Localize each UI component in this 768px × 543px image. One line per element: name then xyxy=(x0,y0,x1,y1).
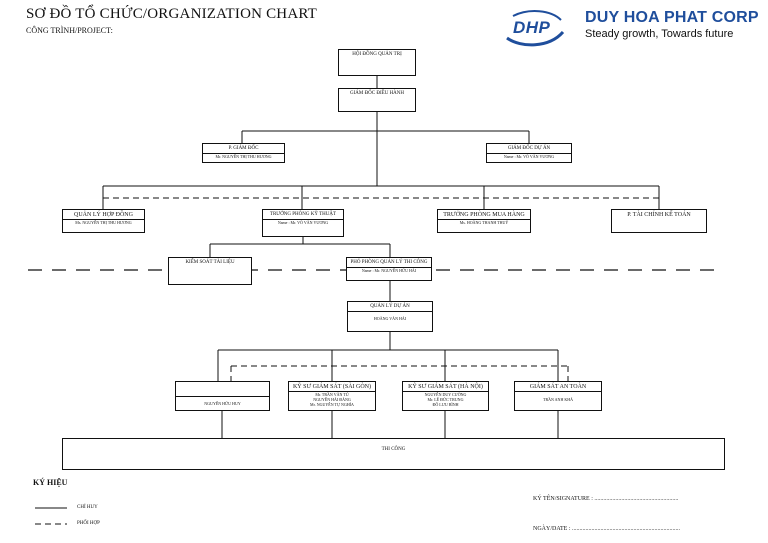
node-deputy-construction: PHÓ PHÒNG QUẢN LÝ THI CÔNG Name : Mr. NG… xyxy=(346,257,432,281)
node-technical-head-name: Name : Mr. VÕ VĂN VƯƠNG xyxy=(277,220,329,225)
company-name: DUY HOA PHAT CORP xyxy=(585,9,759,26)
node-purchasing-head: TRƯỞNG PHÒNG MUA HÀNG Ms. HOÀNG THANH TH… xyxy=(437,209,531,233)
node-engineer-sg-title: KỸ SƯ GIÁM SÁT (SÀI GÒN) xyxy=(292,384,372,390)
project-label: CÔNG TRÌNH/PROJECT: xyxy=(26,26,113,35)
legend-solid-label: CHỈ HUY xyxy=(77,505,98,510)
node-deputy-director-name: Mr. NGUYỄN THỊ THU HƯƠNG xyxy=(215,154,272,159)
node-engineer-1-title xyxy=(176,384,269,390)
node-contracts: QUẢN LÝ HỢP ĐỒNG Ms. NGUYỄN THỊ THU HƯƠN… xyxy=(62,209,145,233)
node-deputy-director: P. GIÁM ĐỐC Mr. NGUYỄN THỊ THU HƯƠNG xyxy=(202,143,285,163)
node-ceo-title: GIÁM ĐỐC ĐIỀU HÀNH xyxy=(349,91,405,96)
node-engineer-hn-name-1: NGUYỄN DUY CƯỜNG xyxy=(424,392,467,397)
node-project-director: GIÁM ĐỐC DỰ ÁN Name : Mr. VÕ VĂN VƯƠNG xyxy=(486,143,572,163)
divider xyxy=(203,153,284,154)
legend-title: KÝ HIỆU xyxy=(33,478,68,487)
divider xyxy=(438,219,530,220)
node-deputy-construction-title: PHÓ PHÒNG QUẢN LÝ THI CÔNG xyxy=(350,260,428,265)
connector-engineers-construction xyxy=(221,411,559,438)
node-engineer-1: NGUYỄN HỮU HUY xyxy=(175,381,270,411)
divider xyxy=(347,267,431,268)
node-safety-name: TRẦN ANH KHÁ xyxy=(543,397,573,402)
connector-coordination-engineers xyxy=(230,365,569,381)
signature-field[interactable]: KÝ TÊN/SIGNATURE : .....................… xyxy=(533,496,679,502)
node-purchasing-head-title: TRƯỞNG PHÒNG MUA HÀNG xyxy=(443,212,525,218)
node-safety: GIÁM SÁT AN TOÀN TRẦN ANH KHÁ xyxy=(514,381,602,411)
node-technical-head: TRƯỞNG PHÒNG KỸ THUẬT Name : Mr. VÕ VĂN … xyxy=(262,209,344,237)
node-project-director-title: GIÁM ĐỐC DỰ ÁN xyxy=(507,146,551,151)
logo-mark: DHP xyxy=(513,18,551,37)
divider xyxy=(403,391,488,392)
connector-pm-engineers xyxy=(217,332,559,381)
node-finance: P. TÀI CHÍNH KẾ TOÁN xyxy=(611,209,707,233)
page-title: SƠ ĐỒ TỔ CHỨC/ORGANIZATION CHART xyxy=(26,6,318,22)
node-board: HỘI ĐỒNG QUẢN TRỊ xyxy=(338,49,416,76)
divider xyxy=(348,311,432,312)
node-engineer-hn-name-2: Mr. LÊ ĐỨC TRUNG xyxy=(427,397,464,402)
node-ceo: GIÁM ĐỐC ĐIỀU HÀNH xyxy=(338,88,416,112)
node-project-manager-title: QUẢN LÝ DỰ ÁN xyxy=(370,304,410,309)
node-construction-title: THI CÔNG xyxy=(381,447,406,452)
connector-technical-sub xyxy=(209,237,391,257)
divider xyxy=(176,396,269,397)
divider xyxy=(487,153,571,154)
node-board-title: HỘI ĐỒNG QUẢN TRỊ xyxy=(352,52,402,57)
node-project-manager-name: HOÀNG VĂN HẢI xyxy=(373,316,407,321)
node-engineer-hn: KỸ SƯ GIÁM SÁT (HÀ NỘI) NGUYỄN DUY CƯỜNG… xyxy=(402,381,489,411)
dhp-logo-swoosh-icon xyxy=(506,10,565,47)
divider xyxy=(63,219,144,220)
divider xyxy=(515,391,601,392)
node-project-director-name: Name : Mr. VÕ VĂN VƯƠNG xyxy=(503,154,555,159)
node-document-control: KIỂM SOÁT TÀI LIỆU xyxy=(168,257,252,285)
company-slogan: Steady growth, Towards future xyxy=(585,28,734,40)
connector-ceo-directors xyxy=(241,112,530,143)
company-logo: DHP DUY HOA PHAT CORP Steady growth, Tow… xyxy=(503,8,759,48)
node-contracts-name: Ms. NGUYỄN THỊ THU HƯƠNG xyxy=(75,220,132,225)
node-engineer-hn-title: KỸ SƯ GIÁM SÁT (HÀ NỘI) xyxy=(408,384,483,390)
node-contracts-title: QUẢN LÝ HỢP ĐỒNG xyxy=(74,212,133,218)
node-deputy-director-title: P. GIÁM ĐỐC xyxy=(228,146,259,151)
node-engineer-sg-name-3: Mr. NGUYỄN TỰ NGHĨA xyxy=(310,402,354,407)
node-engineer-sg-name-2: NGUYỄN HẢI ĐĂNG xyxy=(313,397,351,402)
node-purchasing-head-name: Ms. HOÀNG THANH THUÝ xyxy=(459,220,509,225)
node-technical-head-title: TRƯỞNG PHÒNG KỸ THUẬT xyxy=(269,212,337,217)
node-safety-title: GIÁM SÁT AN TOÀN xyxy=(529,384,587,390)
node-engineer-hn-name-3: ĐỖ LƯU BÌNH xyxy=(432,402,459,407)
connector-ceo-departments xyxy=(102,131,660,209)
node-deputy-construction-name: Name : Mr. NGUYỄN HỮU HẢI xyxy=(361,268,417,273)
node-document-control-title: KIỂM SOÁT TÀI LIỆU xyxy=(185,260,235,265)
node-engineer-sg: KỸ SƯ GIÁM SÁT (SÀI GÒN) Mr. TRẦN VĂN TÚ… xyxy=(288,381,376,411)
divider xyxy=(263,219,343,220)
node-project-manager: QUẢN LÝ DỰ ÁN HOÀNG VĂN HẢI xyxy=(347,301,433,332)
divider xyxy=(289,391,375,392)
node-engineer-1-name: NGUYỄN HỮU HUY xyxy=(204,401,241,406)
node-engineer-sg-name-1: Mr. TRẦN VĂN TÚ xyxy=(315,392,349,397)
legend-dashed-label: PHỐI HỢP xyxy=(77,521,100,526)
date-field[interactable]: NGÀY/DATE : ............................… xyxy=(533,526,680,532)
node-construction: THI CÔNG xyxy=(62,438,725,470)
node-finance-title: P. TÀI CHÍNH KẾ TOÁN xyxy=(627,212,691,218)
